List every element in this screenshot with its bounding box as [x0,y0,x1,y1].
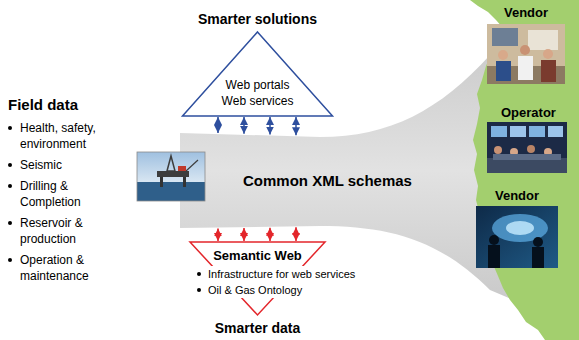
bullet-dot [197,272,201,276]
operator-photo [529,126,545,137]
double-arrow [243,117,245,134]
text-slot: Web portals [170,77,345,93]
semantic-triangle: Semantic WebInfrastructure for web servi… [170,240,370,338]
double-arrow [295,227,297,241]
operator-photo [487,158,567,173]
operator-photo [510,126,526,137]
web-triangle: Smarter solutionsWeb portalsWeb services [170,3,345,118]
operator-photo [527,145,535,153]
funnel-title: Common XML schemas [243,172,565,190]
bullet-dot [8,126,12,130]
photo-label: Operator [501,105,556,121]
vendor-photo [487,24,565,84]
operator-photo [487,122,567,173]
text-slot: Infrastructure for web services [197,266,370,282]
node-shape [180,20,560,320]
vendor-visualisation-photo [476,206,558,268]
text-slot: Seismic [8,157,126,173]
label-holder: Vendor [504,5,548,21]
double-arrow [217,228,219,241]
photo-label: Vendor [504,5,548,21]
list-item: Reservoir & production [20,215,115,247]
text-slot: Oil & Gas Ontology [197,282,370,298]
double-arrow [217,117,219,133]
bullet-item: Oil & Gas Ontology [206,282,304,298]
bullet-dot [8,258,12,262]
triangle-heading: Smarter solutions [170,11,345,27]
text-slot: Operation & maintenance [8,252,126,284]
operator-photo [494,146,502,154]
triangle-item: Web services [170,93,345,109]
text-slot: Common XML schemas [243,172,565,190]
text-slot: Semantic Web [170,248,345,264]
list-item: Health, safety, environment [20,120,115,152]
text-slot: Field data [8,96,126,114]
list-item: Operation & maintenance [20,252,115,284]
bullet-dot [197,288,201,292]
text-slot: Health, safety, environment [8,120,126,152]
vendor-visualisation-photo [533,237,543,247]
vendor-photo [487,24,565,84]
vendor-visualisation-photo [488,245,500,268]
vendor-photo [492,28,518,46]
bullet-dot [8,184,12,188]
photo-label: Vendor [495,188,539,204]
operator-photo [491,126,507,137]
vendor-visualisation-photo [489,235,499,245]
label-holder: Vendor [495,188,539,204]
text-slot: Smarter data [170,320,345,336]
triangle-item: Web portals [170,77,345,93]
double-arrow [243,228,245,241]
vendor-visualisation-photo [506,221,534,235]
bullet-dot [8,221,12,225]
platform-photo [160,177,163,187]
vendor-photo [543,49,553,59]
vendor-photo [496,61,511,81]
operator-photo [548,126,563,137]
vendor-photo [520,45,530,55]
double-arrow [269,228,271,241]
triangle-heading: Semantic Web [170,248,345,264]
operator-photo [487,122,567,173]
vendor-visualisation-photo [532,247,544,268]
vendor-photo [518,56,533,80]
double-arrow [295,117,297,135]
platform-photo [167,156,175,171]
coast-map [470,0,579,340]
text-slot: Drilling & Completion [8,178,126,210]
triangle-footer: Smarter data [170,320,345,336]
text-slot: Smarter solutions [170,11,345,27]
vendor-photo [541,60,556,82]
list-item: Seismic [20,157,115,173]
vendor-visualisation-photo [476,206,558,268]
operator-photo [493,154,561,160]
vendor-photo [498,50,508,60]
double-arrow [269,117,271,135]
text-slot: Reservoir & production [8,215,126,247]
field-data-list: Field dataHealth, safety, environmentSei… [8,96,126,284]
label-holder: Operator [501,105,556,121]
vendor-photo [528,30,558,50]
text-slot: Web services [170,93,345,109]
bullet-item: Infrastructure for web services [206,266,357,282]
list-heading: Field data [8,96,126,114]
list-item: Drilling & Completion [20,178,115,210]
bullet-dot [8,163,12,167]
